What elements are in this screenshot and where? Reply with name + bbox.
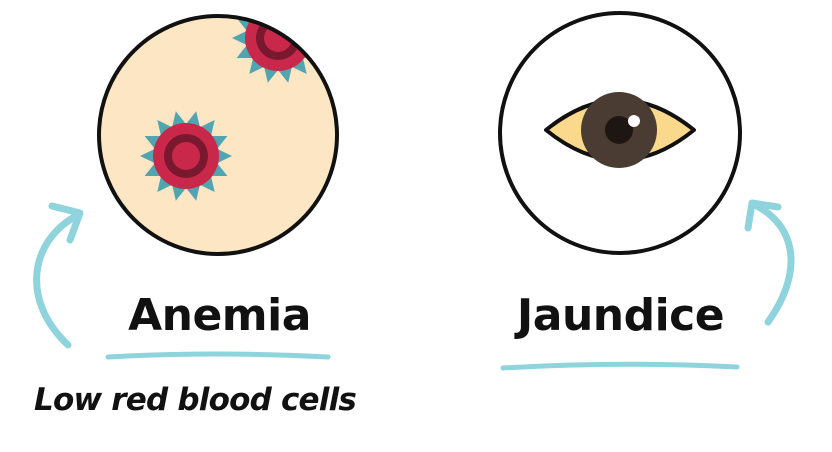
jaundice-underline	[500, 361, 740, 371]
red-blood-cell-icon	[140, 111, 232, 201]
blood-cells-icon	[97, 14, 339, 256]
right-curved-arrow-icon	[744, 199, 795, 326]
anemia-title: Anemia	[128, 290, 311, 341]
yellow-eye-icon	[498, 11, 742, 255]
anemia-underline	[105, 351, 331, 360]
jaundice-title: Jaundice	[516, 290, 725, 341]
anemia-caption: Low red blood cells	[34, 382, 357, 418]
left-curved-arrow-icon	[33, 202, 84, 349]
